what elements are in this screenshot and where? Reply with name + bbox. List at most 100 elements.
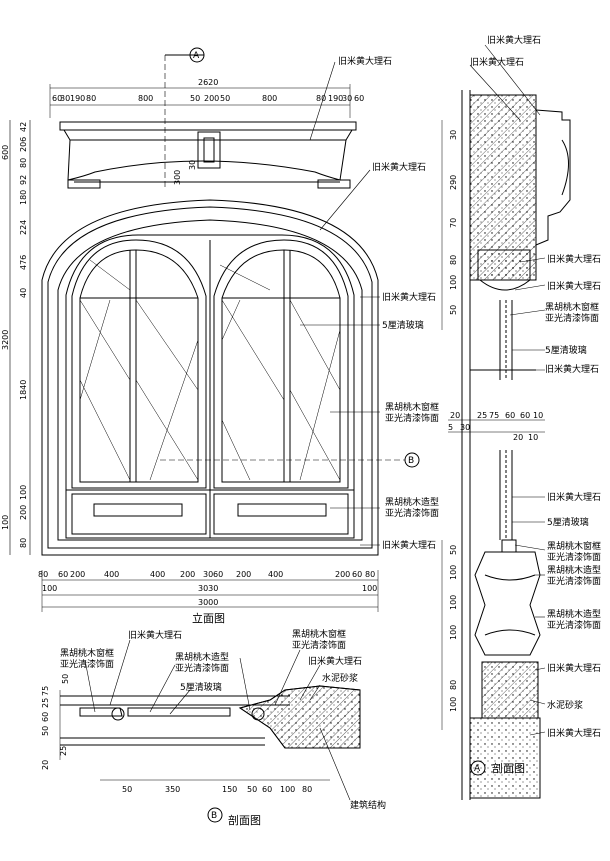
dim: 100 — [19, 485, 28, 500]
dim: 30 — [449, 130, 458, 140]
dim: 200 — [204, 94, 219, 103]
label: 5厘清玻璃 — [382, 319, 424, 331]
elev-bottom-dims: 80 60 200 400 400 200 30 60 200 400 200 … — [38, 570, 377, 607]
label: 旧米黄大理石 — [382, 291, 436, 303]
dim: 200 — [70, 570, 85, 579]
dim: 300 — [173, 170, 182, 185]
dim: 75 — [489, 411, 499, 420]
label: 水泥砂浆 — [322, 672, 358, 684]
dim: 3200 — [1, 330, 10, 350]
label: 旧米黄大理石 — [545, 363, 599, 375]
dim: 80 — [316, 94, 326, 103]
dim: 42 — [19, 122, 28, 132]
label: 亚光清漆饰面 — [175, 662, 229, 674]
dim: 50 — [247, 785, 257, 794]
dim: 30 — [188, 160, 197, 170]
section-b-title: 剖面图 — [228, 813, 261, 827]
dim: 70 — [449, 218, 458, 228]
section-b-labels: 旧米黄大理石 黑胡桃木窗框 亚光清漆饰面 黑胡桃木造型 亚光清漆饰面 黑胡桃木窗… — [60, 628, 386, 811]
label: 旧米黄大理石 — [372, 161, 426, 173]
dim: 200 — [19, 505, 28, 520]
label: 亚光清漆饰面 — [547, 551, 601, 563]
label: 黑胡桃木窗框 — [547, 540, 601, 552]
label: 旧米黄大理石 — [547, 662, 601, 674]
dim: 60 — [262, 785, 272, 794]
label: 亚光清漆饰面 — [547, 575, 601, 587]
label: 5厘清玻璃 — [545, 344, 587, 356]
dim: 60 — [520, 411, 530, 420]
dim: 20 — [513, 433, 523, 442]
label: 亚光清漆饰面 — [385, 507, 439, 519]
elevation-view — [9, 47, 420, 612]
dim: 800 — [138, 94, 153, 103]
label: 黑胡桃木窗框 — [385, 401, 439, 413]
dim: 5 — [448, 423, 453, 432]
dim: 40 — [19, 288, 28, 298]
dim: 100 — [42, 584, 57, 593]
elev-left-dims: 3200 600 1840 100 42 206 80 92 180 224 4… — [1, 122, 28, 548]
dim: 80 — [449, 680, 458, 690]
dim: 100 — [449, 595, 458, 610]
label: 旧米黄大理石 — [547, 491, 601, 503]
dim: 200 — [236, 570, 251, 579]
elev-top-dims: 60 30 190 80 800 50 200 50 800 80 190 30… — [52, 94, 364, 103]
dim: 20 — [41, 760, 50, 770]
label: 旧米黄大理石 — [547, 253, 601, 265]
section-a-title: 剖面图 — [492, 761, 525, 775]
dim: 50 — [190, 94, 200, 103]
dim: 50 — [41, 726, 50, 736]
dim: 100 — [449, 697, 458, 712]
section-a-labels: 旧米黄大理石 旧米黄大理石 旧米黄大理石 旧米黄大理石 黑胡桃木窗框 亚光清漆饰… — [470, 34, 601, 739]
section-b-mark: B — [211, 811, 217, 821]
dim: 60 — [52, 94, 62, 103]
dim: 800 — [262, 94, 277, 103]
dim: 350 — [165, 785, 180, 794]
elevation-title: 立面图 — [192, 611, 225, 625]
label: 旧米黄大理石 — [308, 655, 362, 667]
dim: 3030 — [198, 584, 218, 593]
elev-top-total: 2620 — [198, 78, 218, 87]
elevation-labels: 旧米黄大理石 旧米黄大理石 旧米黄大理石 5厘清玻璃 黑胡桃木窗框 亚光清漆饰面… — [338, 55, 439, 551]
section-a-mark: A — [474, 764, 481, 774]
dim: 50 — [61, 674, 70, 684]
dim: 100 — [449, 275, 458, 290]
dim: 290 — [449, 175, 458, 190]
label: 建筑结构 — [350, 799, 386, 811]
dim: 30 — [60, 94, 70, 103]
label: 黑胡桃木窗框 — [60, 647, 114, 659]
dim: 50 — [220, 94, 230, 103]
dim: 10 — [533, 411, 543, 420]
dim: 80 — [19, 158, 28, 168]
label: 亚光清漆饰面 — [292, 639, 346, 651]
section-b-view — [59, 639, 361, 823]
dim: 60 — [58, 570, 68, 579]
dim: 190 — [70, 94, 85, 103]
dim: 100 — [362, 584, 377, 593]
label: 5厘清玻璃 — [547, 516, 589, 528]
label: 5厘清玻璃 — [180, 681, 222, 693]
label: 亚光清漆饰面 — [545, 312, 599, 324]
dim: 75 — [41, 686, 50, 696]
dim: 25 — [41, 698, 50, 708]
dim: 60 — [354, 94, 364, 103]
dim: 200 — [335, 570, 350, 579]
section-mark-a-top: A — [193, 51, 200, 61]
dim: 20 — [450, 411, 460, 420]
dim: 180 — [19, 190, 28, 205]
dim: 3000 — [198, 598, 218, 607]
dim: 25 — [477, 411, 487, 420]
label: 黑胡桃木窗框 — [545, 301, 599, 313]
dim: 200 — [180, 570, 195, 579]
label: 黑胡桃木造型 — [547, 608, 601, 620]
dim: 30 — [342, 94, 352, 103]
dim: 476 — [19, 255, 28, 270]
dim: 80 — [302, 785, 312, 794]
dim: 400 — [104, 570, 119, 579]
dim: 60 — [213, 570, 223, 579]
dim: 100 — [449, 565, 458, 580]
dim: 600 — [1, 145, 10, 160]
dim: 150 — [222, 785, 237, 794]
dim: 1840 — [19, 380, 28, 400]
dim: 80 — [86, 94, 96, 103]
